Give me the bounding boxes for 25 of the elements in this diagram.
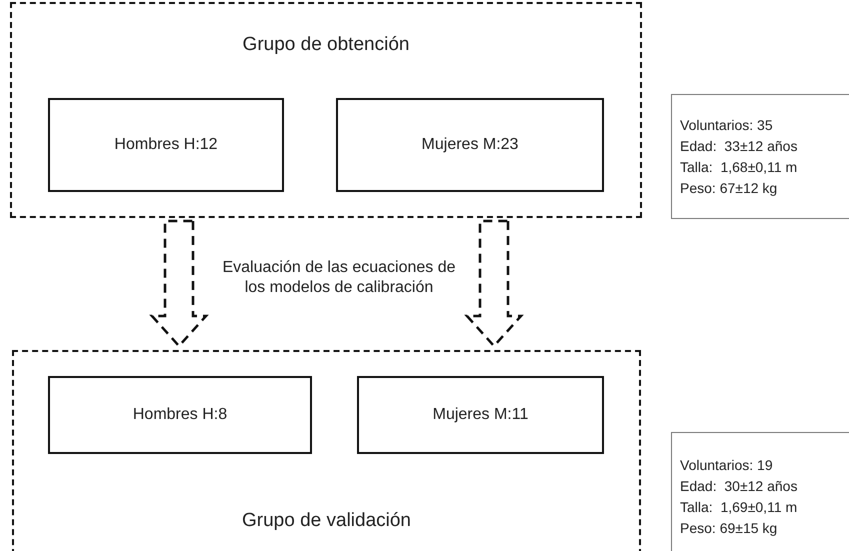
info-text: Talla: 1,69±0,11 m — [680, 498, 798, 517]
group-title: Grupo de obtención — [242, 34, 410, 56]
info-text: Edad: 30±12 años — [680, 477, 798, 496]
info-text: Voluntarios: 19 — [680, 456, 774, 475]
info-text: Edad: 33±12 años — [680, 136, 798, 156]
group-box — [336, 98, 604, 192]
box-label: Mujeres M:11 — [432, 406, 528, 424]
group-frame — [10, 2, 642, 218]
box-label: Hombres H:8 — [132, 406, 228, 424]
group-box — [48, 98, 284, 192]
info-text: Talla: 1,68±0,11 m — [680, 158, 798, 176]
info-text: Voluntarios: 35 — [680, 116, 774, 134]
info-text: Peso: 69±15 kg — [680, 519, 778, 538]
box-label: Hombres H:12 — [114, 136, 218, 154]
box-label: Mujeres M:23 — [422, 136, 518, 154]
group-box — [357, 376, 604, 454]
info-box — [671, 94, 849, 219]
block-arrow — [149, 220, 209, 348]
annotation-text: Evaluación de las ecuaciones de los modelos de calibración — [221, 258, 457, 298]
block-arrow — [464, 220, 524, 348]
group-frame — [12, 350, 641, 551]
info-text: Peso: 67±12 kg — [680, 178, 778, 198]
group-box — [48, 376, 312, 454]
info-box — [671, 432, 849, 551]
group-title: Grupo de validación — [241, 510, 412, 532]
